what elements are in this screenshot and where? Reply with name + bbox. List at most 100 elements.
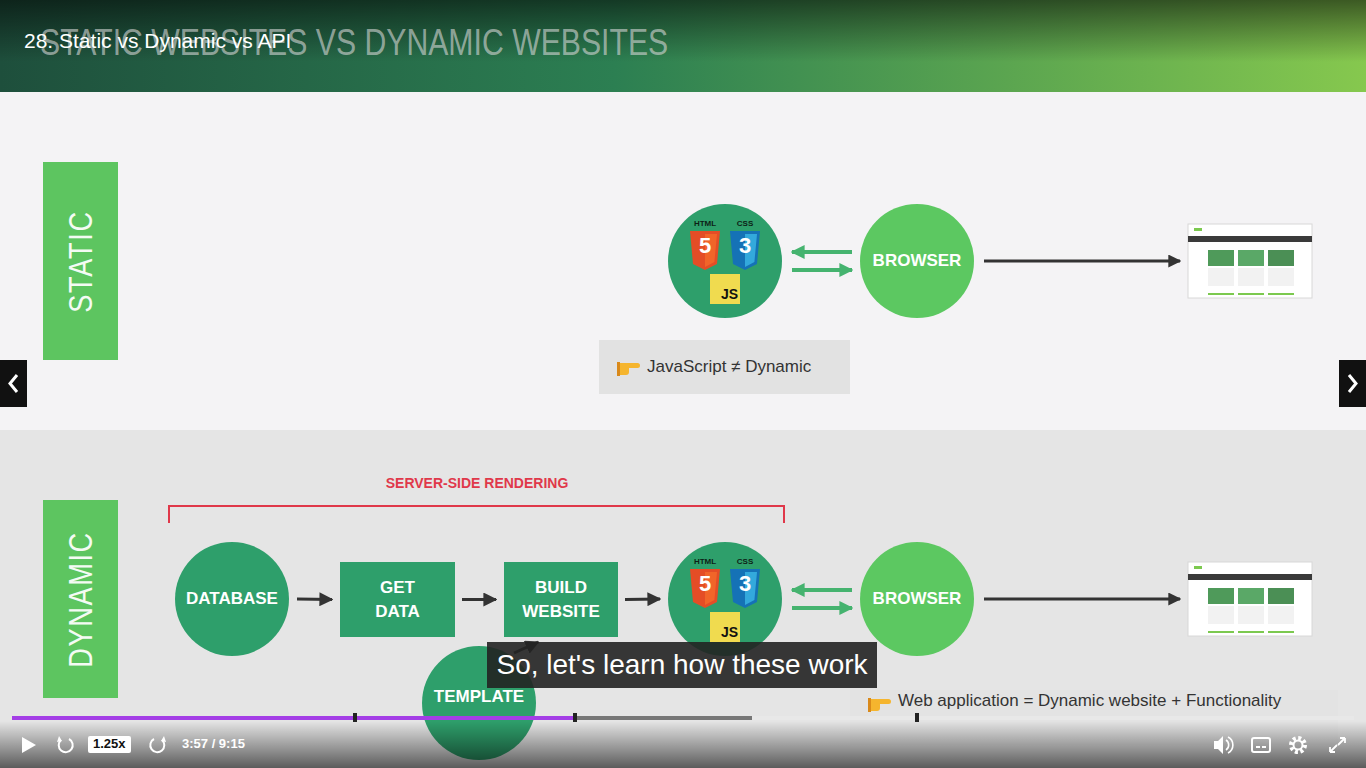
chapter-marker [353, 713, 357, 722]
control-shade [0, 721, 1366, 768]
volume-icon [1226, 737, 1233, 753]
node-label: GET DATA [375, 576, 420, 624]
node-label: BROWSER [873, 589, 962, 609]
files-circle: HTML 5 CSS 3JS [668, 204, 782, 318]
play-icon [22, 737, 36, 753]
flow-arrow [792, 250, 852, 254]
logo-number: 5 [690, 235, 720, 257]
settings-icon [1294, 741, 1303, 750]
dynamic-panel [0, 430, 1366, 768]
website-thumbnail [1188, 224, 1312, 298]
volume-icon [1214, 736, 1223, 754]
progress-played [12, 716, 575, 720]
pointing-hand-icon [868, 693, 892, 713]
section-title: DYNAMIC [61, 531, 100, 668]
nav-button [1339, 360, 1366, 407]
flow-arrow [297, 598, 332, 602]
forward-icon [150, 739, 164, 752]
node-label: BUILD WEBSITE [522, 576, 599, 624]
thumb-frame [1188, 562, 1312, 636]
js-logo [710, 612, 740, 642]
thumb-card [1238, 588, 1264, 604]
process-box: GET DATA [340, 562, 455, 637]
browser-circle: BROWSER [860, 204, 974, 318]
html5-shield [690, 231, 720, 270]
speed-badge: 1.25x [88, 736, 131, 753]
js-logo [710, 274, 740, 304]
header-bar [0, 0, 1366, 92]
flow-arrow [792, 606, 852, 610]
flow-arrow [792, 268, 852, 272]
thumb-button [1268, 631, 1294, 633]
thumb-card [1268, 268, 1294, 286]
thumb-button [1238, 293, 1264, 295]
circle-fill [860, 542, 974, 656]
section-title: STATIC [61, 210, 100, 312]
progress-buffer [12, 716, 752, 720]
thumb-button [1268, 293, 1294, 295]
logo-text: JS [710, 287, 738, 301]
node-label: BROWSER [873, 251, 962, 271]
time-display: 3:57 / 9:15 [182, 737, 245, 752]
thumb-card [1268, 588, 1294, 604]
logo-number: 5 [690, 573, 720, 595]
section-band: STATIC [43, 162, 118, 360]
thumb-logo [1194, 566, 1202, 569]
logo-number: 3 [730, 235, 760, 257]
thumb-card [1268, 606, 1294, 624]
thumb-card [1208, 250, 1234, 266]
thumb-button [1208, 631, 1234, 633]
flow-arrow [792, 588, 852, 592]
pointing-hand-icon [617, 357, 641, 377]
note-text: Web application = Dynamic website + Func… [898, 692, 1281, 710]
render-arrow [984, 598, 1180, 601]
node-label: TEMPLATE [434, 687, 524, 707]
progress-track [12, 716, 1354, 720]
hand-cuff [617, 362, 620, 376]
logo-number: 3 [730, 573, 760, 595]
thumb-nav [1188, 236, 1312, 242]
thumb-frame [1188, 224, 1312, 298]
fullscreen-icon [1330, 738, 1345, 752]
forward-icon [161, 736, 166, 742]
logo-text: CSS [728, 558, 762, 566]
captions-icon [1252, 738, 1270, 752]
chapter-marker [915, 713, 919, 722]
replay-icon [57, 736, 62, 742]
hand-finger [876, 699, 891, 704]
website-thumbnail [1188, 562, 1312, 636]
bracket-label: SERVER-SIDE RENDERING [386, 475, 569, 491]
process-box: BUILD WEBSITE [504, 562, 618, 637]
render-arrow [984, 260, 1180, 263]
captions-icon [1256, 746, 1266, 748]
thumb-card [1238, 250, 1264, 266]
thumb-button [1238, 631, 1264, 633]
flow-arrow [462, 598, 496, 601]
thumb-card [1238, 268, 1264, 286]
circle-fill [860, 204, 974, 318]
chevron-icon [10, 375, 17, 392]
note-text: JavaScript ≠ Dynamic [647, 357, 811, 377]
circle-fill [668, 204, 782, 318]
section-band: DYNAMIC [43, 500, 118, 698]
note-box: Web application = Dynamic website + Func… [850, 690, 1338, 745]
thumb-card [1238, 606, 1264, 624]
logo-text: HTML [688, 558, 722, 566]
static-panel [0, 92, 1366, 430]
note-box: JavaScript ≠ Dynamic [599, 340, 850, 394]
hand-cuff [868, 698, 871, 712]
thumb-card [1208, 588, 1234, 604]
thumb-nav [1188, 574, 1312, 580]
subtitle: So, let's learn how these work [487, 642, 876, 688]
thumb-card [1208, 606, 1234, 624]
logo-text: CSS [728, 220, 762, 228]
css3-shield [730, 569, 760, 608]
settings-icon [1291, 738, 1305, 752]
circle-fill [175, 542, 289, 656]
chapter-marker [573, 713, 577, 722]
thumb-logo [1194, 228, 1202, 231]
thumb-card [1268, 250, 1294, 266]
circle-fill [668, 542, 782, 656]
chevron-icon [1349, 375, 1356, 392]
logo-text: HTML [688, 220, 722, 228]
